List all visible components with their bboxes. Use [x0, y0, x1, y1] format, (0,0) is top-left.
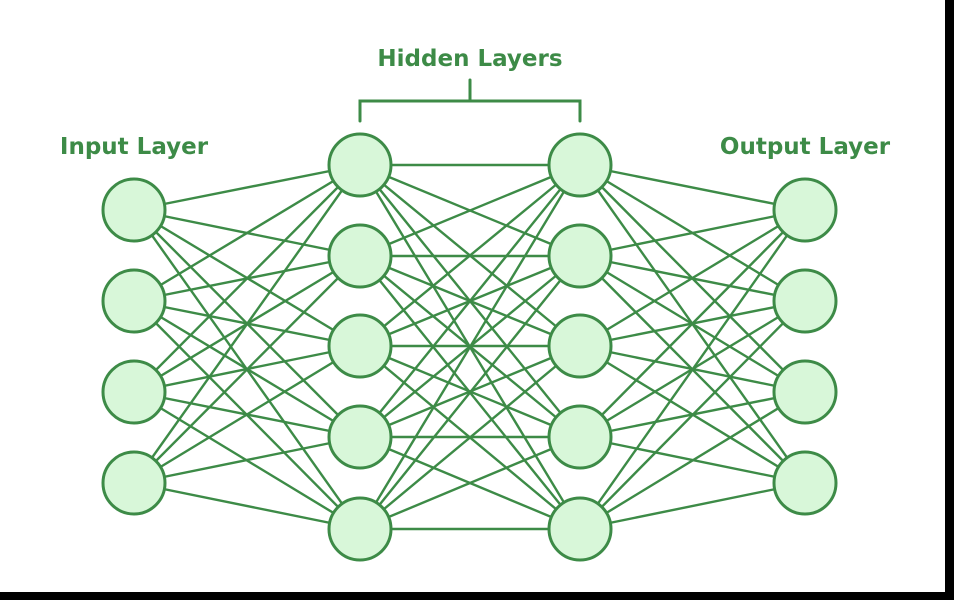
- hidden-2-neuron-1: [547, 132, 613, 198]
- diagram-canvas: Input Layer Hidden Layers Output Layer: [0, 0, 945, 592]
- hidden-layers-bracket: [358, 78, 582, 123]
- connection-hidden-1-3-to-hidden-2-1: [359, 164, 581, 347]
- output-neuron-1: [772, 177, 838, 243]
- hidden-layers-label: Hidden Layers: [377, 46, 562, 72]
- hidden-2-neuron-3: [547, 313, 613, 379]
- hidden-2-neuron-4: [547, 404, 613, 470]
- connection-hidden-2-4-to-output-1: [579, 209, 806, 438]
- output-layer-label: Output Layer: [720, 134, 891, 160]
- input-neuron-4: [101, 450, 167, 516]
- bracket-line: [358, 78, 582, 123]
- connection-hidden-2-3-to-output-1: [579, 208, 806, 348]
- connection-input-4-to-hidden-1-5: [133, 481, 361, 531]
- connection-input-2-to-hidden-1-1: [133, 163, 361, 303]
- hidden-1-neuron-4: [327, 404, 393, 470]
- output-neuron-4: [772, 450, 838, 516]
- connection-input-4-to-hidden-1-4: [133, 435, 361, 485]
- connection-hidden-2-5-to-output-4: [579, 481, 806, 531]
- connection-input-4-to-hidden-1-3: [133, 344, 361, 485]
- output-neuron-3: [772, 359, 838, 425]
- connection-input-1-to-hidden-1-1: [133, 163, 361, 212]
- input-layer-label: Input Layer: [60, 134, 209, 160]
- connection-hidden-1-5-to-hidden-2-1: [358, 164, 582, 530]
- hidden-2-neuron-2: [547, 223, 613, 289]
- hidden-1-neuron-2: [327, 223, 393, 289]
- connection-hidden-2-2-to-output-1: [579, 208, 806, 258]
- output-neuron-2: [772, 268, 838, 334]
- connection-input-4-to-hidden-1-1: [133, 164, 361, 484]
- connection-hidden-1-4-to-hidden-2-1: [359, 164, 581, 438]
- neural-network-diagram: Input Layer Hidden Layers Output Layer: [60, 46, 891, 562]
- connection-hidden-1-2-to-hidden-2-1: [359, 163, 581, 258]
- input-neuron-2: [101, 268, 167, 334]
- hidden-1-neuron-1: [327, 132, 393, 198]
- connection-hidden-2-5-to-output-1: [579, 209, 806, 530]
- connections: [133, 163, 806, 531]
- connection-hidden-2-1-to-output-1: [579, 163, 806, 212]
- hidden-1-neuron-5: [327, 496, 393, 562]
- connection-hidden-2-5-to-output-2: [579, 300, 806, 530]
- input-neuron-3: [101, 359, 167, 425]
- connection-hidden-1-5-to-hidden-2-3: [359, 345, 581, 530]
- connection-input-4-to-hidden-1-2: [133, 255, 361, 484]
- connection-hidden-1-5-to-hidden-2-4: [359, 435, 581, 531]
- connection-hidden-2-5-to-output-3: [579, 390, 806, 531]
- input-neuron-1: [101, 177, 167, 243]
- hidden-1-neuron-3: [327, 313, 393, 379]
- connection-input-3-to-hidden-1-1: [133, 164, 361, 393]
- hidden-2-neuron-5: [547, 496, 613, 562]
- connection-hidden-1-5-to-hidden-2-2: [359, 255, 581, 530]
- neurons: [101, 132, 838, 562]
